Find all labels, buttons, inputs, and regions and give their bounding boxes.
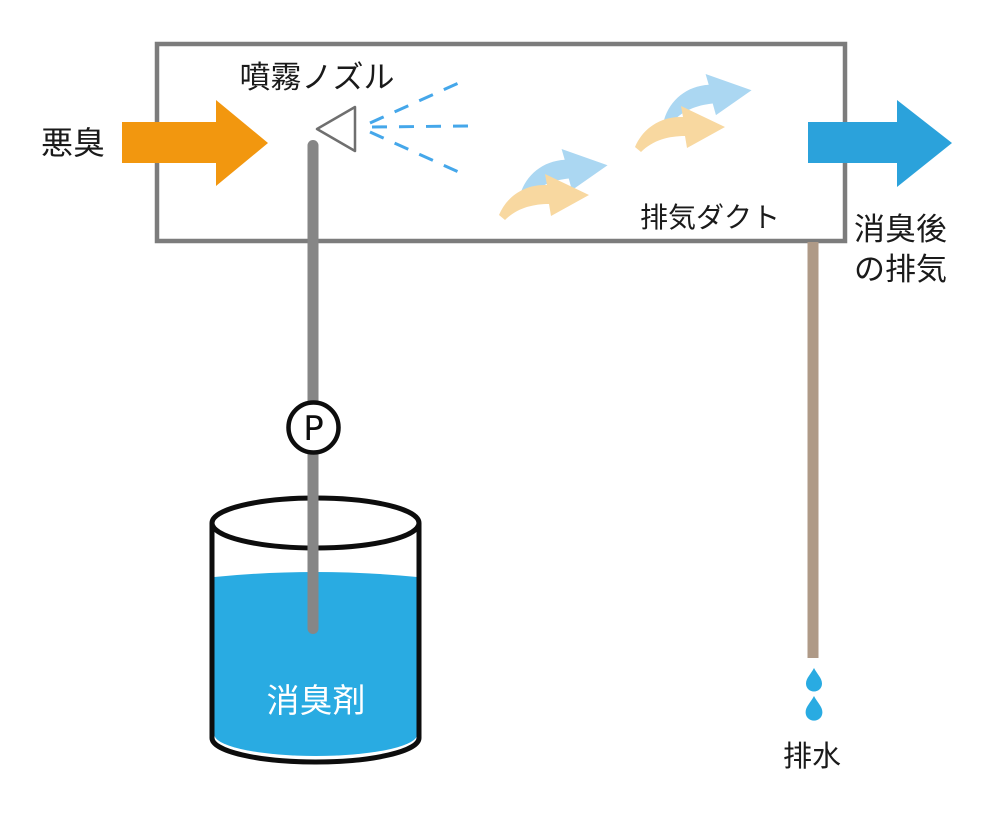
airflow-swirl-pair-1 [499, 149, 608, 220]
swirl-arrow-orange-icon [499, 174, 589, 220]
spray-nozzle-icon [315, 105, 357, 153]
exhaust-duct-label: 排気ダクト [640, 201, 780, 234]
clean-exhaust-arrow-icon [808, 100, 952, 187]
supply-pipe [307, 140, 319, 634]
water-droplet-icon [806, 668, 822, 692]
spray-mist-lines [369, 79, 469, 176]
clean-exhaust-label-line2: の排気 [854, 252, 947, 288]
water-droplet-icon [805, 696, 823, 721]
beaker: 消臭剤 [209, 495, 422, 765]
swirl-arrow-orange-icon [635, 106, 725, 152]
drain-pipe [807, 242, 819, 658]
clean-exhaust-label: 消臭後 の排気 [854, 212, 947, 288]
odor-label: 悪臭 [41, 124, 105, 162]
spray-nozzle-label: 噴霧ノズル [240, 60, 395, 96]
swirl-arrow-blue-icon [520, 149, 608, 199]
pump-label: P [303, 409, 324, 449]
airflow-swirl-pair-2 [635, 74, 752, 152]
exhaust-duct-box [154, 41, 848, 244]
deodorant-label: 消臭剤 [267, 681, 366, 720]
odor-inflow-arrow-icon [122, 100, 268, 186]
drain-droplets [805, 668, 823, 721]
deodorant-liquid [214, 572, 417, 756]
clean-exhaust-label-line1: 消臭後 [854, 212, 947, 248]
pump-symbol: P [286, 400, 341, 455]
beaker-wall-outline [209, 523, 422, 765]
swirl-arrow-blue-icon [664, 74, 752, 124]
drain-water-label: 排水 [783, 739, 841, 773]
pump-circle [286, 400, 341, 455]
